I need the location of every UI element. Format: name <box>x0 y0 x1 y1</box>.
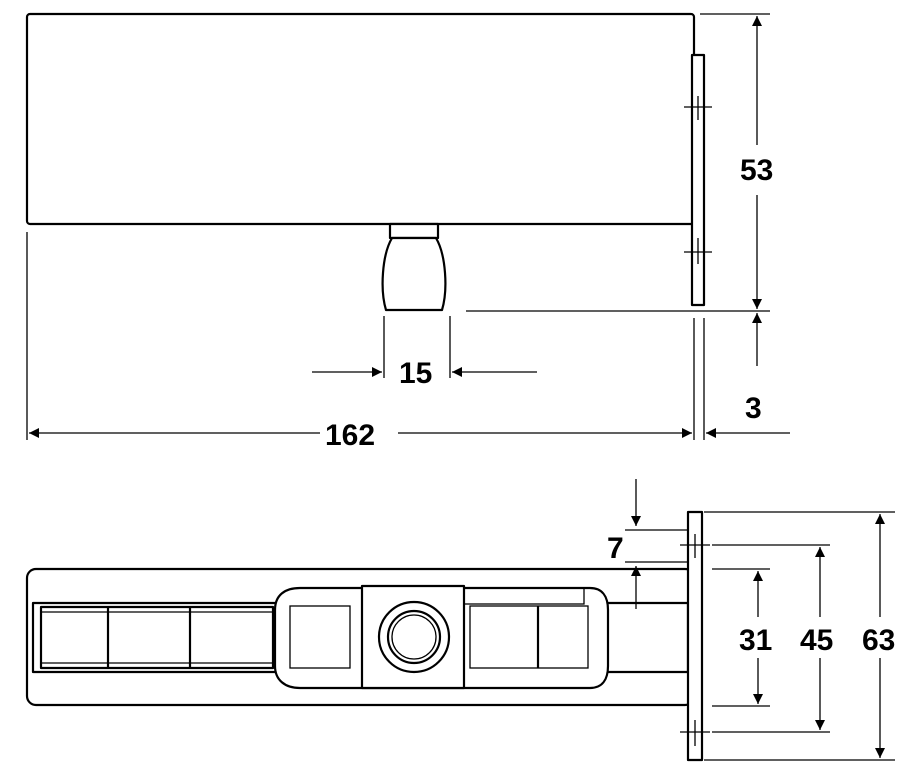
dim-7-label: 7 <box>607 532 624 565</box>
bottom-view <box>25 510 710 762</box>
top-view-pivot-pin <box>381 222 447 312</box>
dim-15-label: 15 <box>399 357 432 390</box>
dim-63-label: 63 <box>862 624 895 657</box>
top-view-mounting-plate <box>690 53 706 307</box>
bottom-view-mounting-plate <box>686 510 704 762</box>
bottom-view-screw-marks <box>680 534 710 746</box>
bottom-view-bolt-circle <box>377 600 451 674</box>
bottom-view-clamp-block <box>39 605 275 670</box>
dim-3-label: 3 <box>745 392 762 425</box>
bottom-view-dimensions: 7 31 45 63 <box>607 479 895 761</box>
top-view <box>25 12 712 312</box>
top-view-screw-marks <box>684 96 712 264</box>
dim-31-label: 31 <box>739 624 772 657</box>
top-view-dimensions: 53 3 162 15 <box>26 13 790 452</box>
dim-53-label: 53 <box>740 154 773 187</box>
dim-162-label: 162 <box>325 419 375 452</box>
dim-45-label: 45 <box>800 624 833 657</box>
top-view-body <box>25 12 696 226</box>
